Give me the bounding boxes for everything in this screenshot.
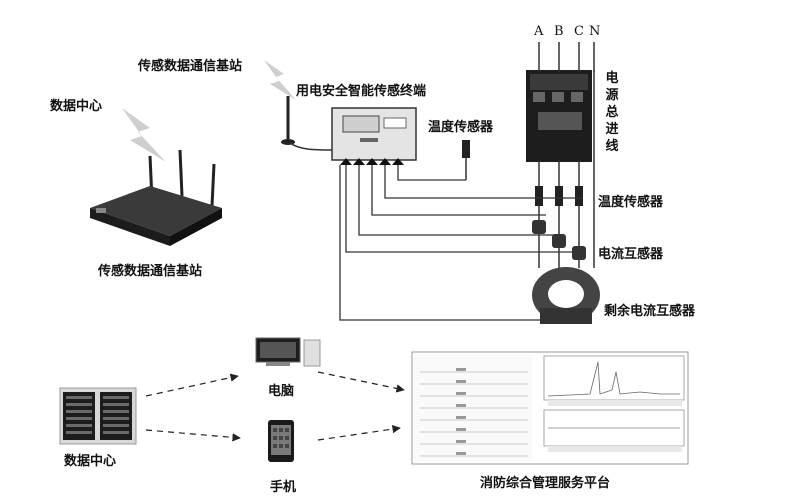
temperature-sensor-label-2: 温度传感器 [598,195,664,210]
data-center-top-label: 数据中心 [50,99,103,114]
temperature-sensor-icon [462,140,470,180]
phase-b-label: B [554,24,564,39]
phone-label: 手机 [270,480,297,495]
residual-current-transformer-icon [532,267,600,324]
phase-c-label: C [574,24,584,39]
main-incoming-label: 电源总进线 [605,71,619,154]
desktop-computer-icon [255,337,321,367]
residual-ct-label: 剩余电流互感器 [604,304,696,319]
current-transformer-label: 电流互感器 [598,247,664,262]
smartphone-icon [268,420,294,462]
phase-a-label: A [534,24,544,39]
base-station-bottom-label: 传感数据通信基站 [98,264,203,279]
current-transformer-icon [532,220,586,260]
lightning-signal-icon [264,60,296,100]
router-icon [90,149,222,246]
data-center-bottom-label: 数据中心 [64,454,117,469]
terminal-label: 用电安全智能传感终端 [296,84,427,99]
temperature-sensor-label-1: 温度传感器 [428,120,494,135]
dashboard-screen-icon [411,351,689,465]
antenna-icon [281,96,295,145]
lightning-signal-icon [122,108,166,162]
base-station-top-label: 传感数据通信基站 [138,59,243,74]
computer-label: 电脑 [268,384,295,399]
terminal-device-icon [331,107,417,165]
server-rack-icon [59,387,137,445]
breaker-icon [526,70,592,162]
phase-temperature-sensors [535,186,583,206]
platform-label: 消防综合管理服务平台 [480,476,611,491]
phase-n-label: N [589,24,601,39]
